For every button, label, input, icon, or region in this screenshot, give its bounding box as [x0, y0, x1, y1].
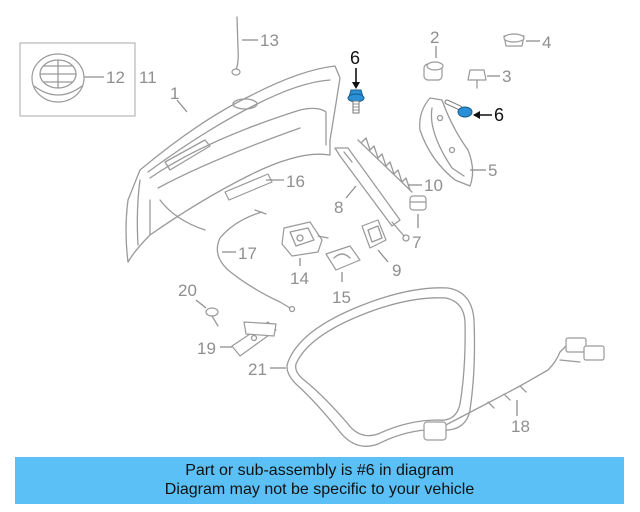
- label-1: 1: [170, 84, 179, 103]
- leader-20: [195, 299, 207, 309]
- part-20-screw: [205, 307, 219, 327]
- leader-9: [377, 249, 389, 263]
- label-16: 16: [286, 172, 305, 191]
- part-4-pin: [503, 33, 525, 47]
- arrowhead-6-top: [352, 82, 360, 89]
- part-12-lock-motor: [19, 42, 136, 117]
- label-13: 13: [260, 31, 279, 50]
- label-17: 17: [238, 244, 257, 263]
- label-19: 19: [197, 339, 216, 358]
- part-10-spring: [357, 137, 413, 193]
- part-6-bolt-top: [347, 89, 365, 114]
- label-2: 2: [430, 28, 439, 47]
- part-15-striker: [325, 245, 361, 271]
- label-6-right: 6: [494, 105, 504, 125]
- label-9: 9: [392, 261, 401, 280]
- label-21: 21: [248, 360, 267, 379]
- caption-line-2: Diagram may not be specific to your vehi…: [164, 481, 475, 498]
- leader-8: [345, 185, 357, 199]
- label-5: 5: [488, 161, 497, 180]
- part-8-strut: [334, 147, 410, 242]
- part-5-hinge: [419, 97, 474, 187]
- part-19-plate: [231, 321, 277, 357]
- label-10: 10: [424, 176, 443, 195]
- label-11: 11: [139, 68, 157, 87]
- part-2-bumper: [423, 61, 444, 81]
- part-21-seal: [286, 287, 476, 447]
- part-17-cable: [216, 209, 296, 313]
- caption-banner: Part or sub-assembly is #6 in diagram Di…: [15, 457, 624, 504]
- label-8: 8: [334, 198, 343, 217]
- label-7: 7: [412, 233, 421, 252]
- label-15: 15: [332, 288, 351, 307]
- part-13-rod: [231, 16, 241, 76]
- label-3: 3: [502, 67, 511, 86]
- part-7-stop: [409, 195, 427, 211]
- part-6-bolt-right: [444, 99, 473, 118]
- part-14-latch: [281, 221, 329, 257]
- leader-1: [176, 99, 188, 113]
- label-6-top: 6: [350, 48, 360, 68]
- label-18: 18: [511, 417, 530, 436]
- parts-diagram: 12 11 13 1 2 3 4: [19, 16, 605, 447]
- part-3-clip: [467, 69, 487, 89]
- label-14: 14: [290, 269, 309, 288]
- part-9-bracket: [361, 219, 387, 249]
- part-16-trim: [224, 173, 273, 201]
- part-18-harness: [423, 337, 605, 441]
- label-4: 4: [542, 33, 551, 52]
- label-12: 12: [106, 68, 125, 87]
- caption-line-1: Part or sub-assembly is #6 in diagram: [185, 462, 454, 479]
- part-1-trunk-lid: [125, 65, 341, 263]
- label-20: 20: [178, 281, 197, 300]
- arrowhead-6-right: [473, 111, 480, 119]
